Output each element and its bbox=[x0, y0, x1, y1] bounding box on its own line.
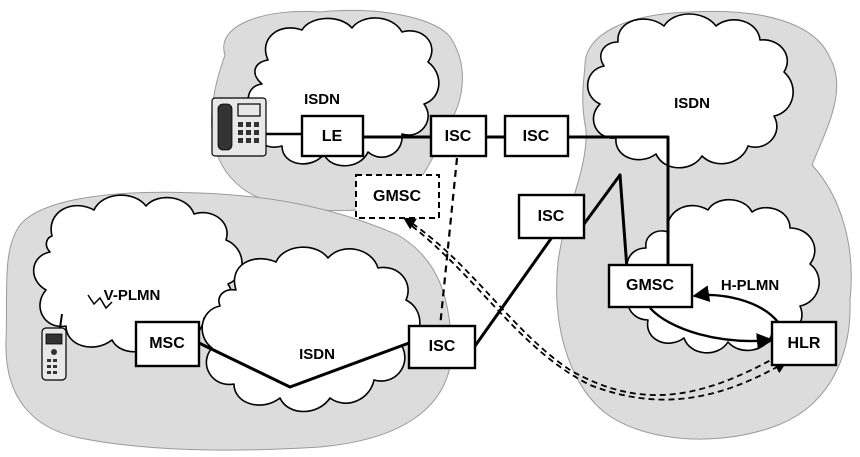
gmsc-home-label: GMSC bbox=[626, 277, 674, 294]
v-plmn-label: V-PLMN bbox=[104, 287, 161, 304]
arrow-hlr-to-gmsc bbox=[692, 285, 779, 323]
mobile-phone-icon bbox=[41, 313, 67, 381]
h-plmn-label: H-PLMN bbox=[721, 277, 779, 294]
link-isc-isdn-gmsc bbox=[566, 135, 670, 271]
dashed-path-gmsc-to-hlr bbox=[402, 217, 781, 396]
isc-label-4: ISC bbox=[429, 338, 456, 355]
link-branch-gmsc bbox=[618, 173, 629, 271]
msc-label: MSC bbox=[149, 335, 185, 352]
le-label: LE bbox=[322, 128, 343, 145]
le-node: LE bbox=[300, 114, 365, 158]
radio-link-icon bbox=[87, 294, 113, 310]
link-msc-isc bbox=[197, 341, 411, 389]
isdn-right-label: ISDN bbox=[674, 95, 710, 112]
isc-node-1: ISC bbox=[429, 114, 488, 158]
gmsc-visited-label: GMSC bbox=[373, 188, 421, 205]
hlr-label: HLR bbox=[788, 335, 821, 352]
isc-node-4: ISC bbox=[407, 324, 477, 370]
dashed-link-isc-isc bbox=[438, 157, 459, 328]
isc-label-1: ISC bbox=[445, 128, 472, 145]
gmsc-home-node: GMSC bbox=[607, 263, 694, 309]
msc-node: MSC bbox=[134, 320, 201, 368]
right-isdn-cloud bbox=[586, 13, 794, 169]
isc-node-3: ISC bbox=[517, 193, 586, 240]
hlr-node: HLR bbox=[770, 320, 838, 367]
gmsc-visited-node: GMSC bbox=[355, 174, 440, 219]
telephone-icon bbox=[211, 97, 267, 157]
arrow-gmsc-to-hlr bbox=[649, 307, 774, 350]
isdn-top-label: ISDN bbox=[304, 91, 340, 108]
dashed-path-hlr-to-gmsc bbox=[411, 225, 788, 401]
isc-node-2: ISC bbox=[503, 114, 570, 158]
isc-label-2: ISC bbox=[523, 128, 550, 145]
link-isc-branch bbox=[582, 173, 622, 226]
isdn-bottom-label: ISDN bbox=[299, 346, 335, 363]
link-isc-isc-diag bbox=[473, 231, 557, 348]
isc-label-3: ISC bbox=[538, 208, 565, 225]
